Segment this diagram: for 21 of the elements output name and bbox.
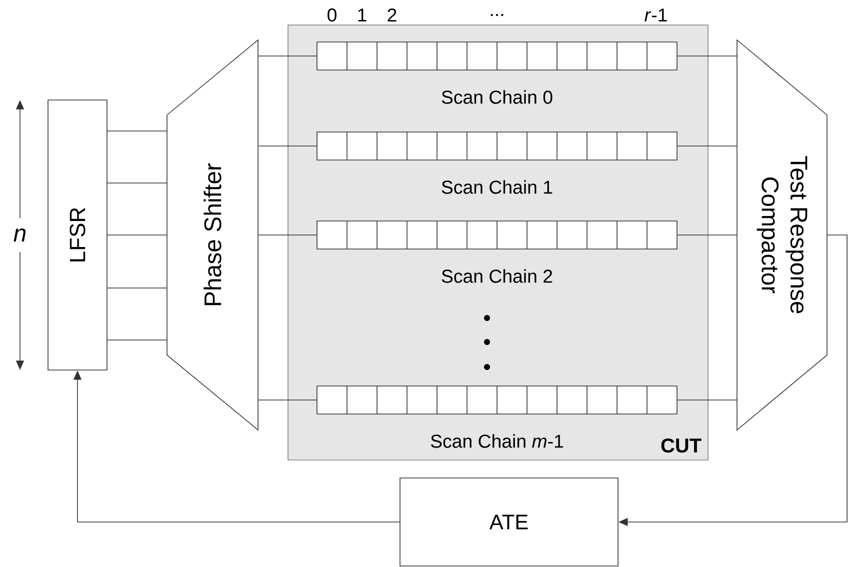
tester-box: ATE	[400, 478, 618, 566]
bit-index: 2	[388, 8, 396, 22]
bit-index: 0	[328, 8, 336, 22]
scan-chain: Scan Chain 2	[316, 220, 678, 283]
node-label: Scan Chain m-1	[430, 434, 564, 448]
wire	[107, 130, 167, 132]
dimension-label: n	[14, 228, 26, 242]
wire	[258, 234, 317, 236]
scan-chain: Scan Chain 0	[316, 42, 678, 104]
wire	[107, 182, 167, 184]
bit-index: 1	[358, 8, 366, 22]
lfsr-block: LFSR	[48, 100, 108, 370]
wire	[107, 234, 167, 236]
phase-shifter-block: Phase Shifter	[166, 39, 258, 431]
node-label: Scan Chain 0	[442, 90, 552, 104]
scan-chain: Scan Chain 1	[316, 132, 678, 194]
node-label: Scan Chain 1	[442, 180, 552, 194]
bit-index: ...	[490, 14, 504, 16]
bit-index: r-1	[644, 8, 667, 22]
wire	[677, 234, 738, 236]
node-label: Scan Chain 2	[442, 269, 552, 283]
